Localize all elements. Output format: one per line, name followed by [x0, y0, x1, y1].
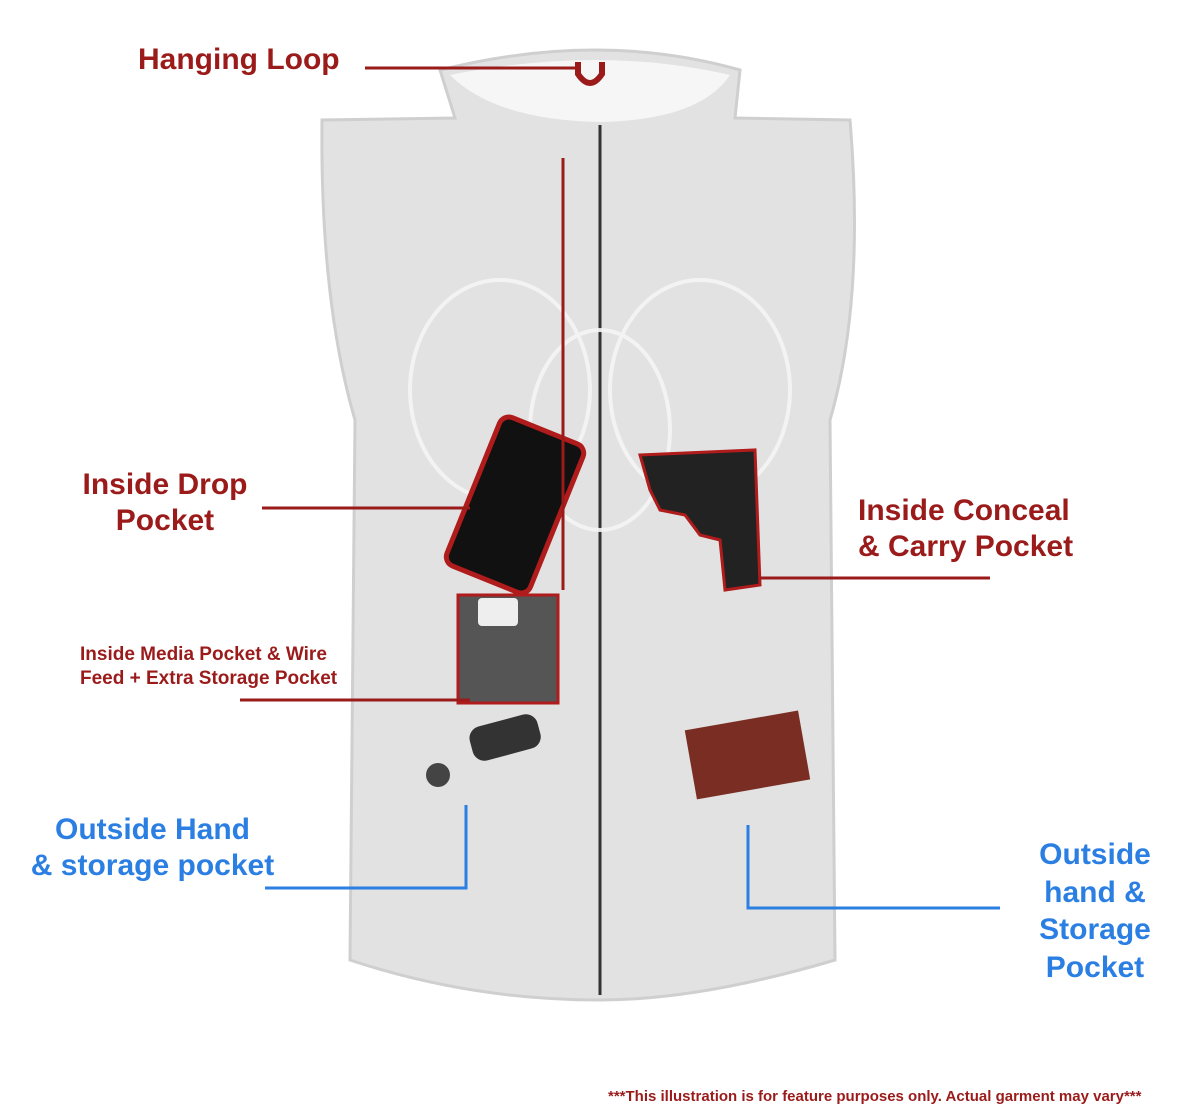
- label-line: & Carry Pocket: [858, 530, 1074, 563]
- label-line: & storage pocket: [30, 849, 275, 882]
- media-pocket-icon: [456, 593, 560, 705]
- label-line: Pocket: [115, 504, 215, 537]
- blue-callout-lines: [265, 805, 1000, 910]
- hanging-loop-icon: [575, 62, 605, 86]
- wallet-icon: [684, 710, 811, 800]
- label-line: Pocket: [1045, 950, 1145, 984]
- label-inside-conceal-carry: Inside Conceal & Carry Pocket: [858, 493, 1073, 565]
- key-fob-icon: [426, 714, 541, 787]
- pistol-icon: [638, 448, 762, 592]
- vest-body: [320, 48, 856, 1002]
- label-line: Storage: [1039, 913, 1151, 946]
- label-outside-hand-right: Outside hand & Storage Pocket: [1025, 836, 1165, 986]
- label-outside-hand-left: Outside Hand & storage pocket: [20, 812, 285, 884]
- label-inside-media-pocket: Inside Media Pocket & Wire Feed + Extra …: [80, 643, 337, 691]
- label-line: Inside Conceal: [858, 494, 1070, 527]
- label-line: Feed + Extra Storage Pocket: [80, 668, 338, 690]
- label-hanging-loop: Hanging Loop: [138, 43, 340, 76]
- label-line: Outside Hand: [54, 813, 250, 846]
- red-callout-lines: [240, 66, 990, 702]
- label-line: Inside Drop: [82, 468, 248, 501]
- label-line: Outside: [1039, 838, 1151, 871]
- label-line: hand &: [1044, 875, 1146, 909]
- label-inside-drop-pocket: Inside Drop Pocket: [70, 467, 260, 539]
- label-line: Inside Media Pocket & Wire: [80, 644, 327, 665]
- disclaimer: ***This illustration is for feature purp…: [608, 1088, 1142, 1105]
- phone-icon: [443, 414, 587, 596]
